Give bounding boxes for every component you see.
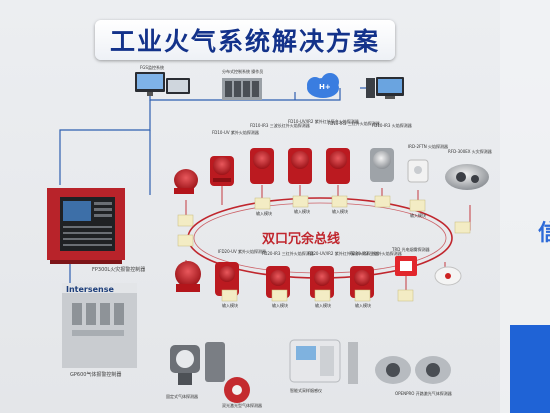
detector-label: FD20-IR3 三红外火焰探测器 xyxy=(350,251,402,256)
brand-logo-text: Intersense xyxy=(66,285,114,294)
detector-label: FD10-UV/IR2 紫外红外复合火焰探测器 xyxy=(288,119,359,124)
fgs-label: FGS监控系统 xyxy=(140,65,164,70)
detector-label: IRD-2FTN 火焰探测器 xyxy=(408,144,448,149)
workstation-icon xyxy=(366,77,404,99)
cloud-label: H+ xyxy=(319,83,331,91)
device-label: OPENPRO 开路激光气体探测器 xyxy=(395,391,452,396)
module-label: 输入模块 xyxy=(355,303,371,308)
monitor-icon xyxy=(135,72,190,96)
cloud-icon xyxy=(307,73,339,98)
gas-panel-label: GP600气体报警控制器 xyxy=(70,372,122,378)
detector-label: RFD-300EX 火灾探测器 xyxy=(448,149,492,154)
device-label: 固定式气体探测器 xyxy=(166,394,198,399)
detector-label: FD10-IR3 三波长红外火焰探测器 xyxy=(250,123,310,128)
detector-label: FD10-IR3 火焰探测器 xyxy=(372,123,412,128)
fire-alarm-panel xyxy=(47,188,125,264)
module-label: 输入模块 xyxy=(332,209,348,214)
svg-text:信: 信 xyxy=(538,220,550,246)
title-banner: 工业火气系统解决方案 xyxy=(95,20,395,60)
upper-modules xyxy=(177,195,471,247)
detector-label: FD10-UV 紫外火焰探测器 xyxy=(212,130,259,135)
gas-alarm-panel xyxy=(62,283,137,368)
upper-detectors xyxy=(174,148,489,194)
detector-label: FD10-IR3 三红外火焰探测器 xyxy=(328,121,380,126)
module-label: 输入模块 xyxy=(222,303,238,308)
ring-label: 双口冗余总线 xyxy=(262,232,341,247)
detector-label: FD20-IR3 三红外火焰探测器 xyxy=(262,251,314,256)
module-label: 输入模块 xyxy=(294,209,310,214)
module-label: 输入模块 xyxy=(256,211,272,216)
server-rack-icon xyxy=(222,78,262,100)
device-label: 智能式采样烟感仪 xyxy=(290,388,322,393)
page-title: 工业火气系统解决方案 xyxy=(109,27,380,56)
dcs-label: 分布式控制系统 操作员 xyxy=(222,69,264,74)
detector-label: TRD 光电烟雾探测器 xyxy=(392,247,430,252)
module-label: 输入模块 xyxy=(410,213,426,218)
device-label: 双光激光型气体探测器 xyxy=(222,403,262,408)
lower-modules xyxy=(221,289,414,302)
detector-label: IFD20-UV 紫外火焰探测器 xyxy=(218,249,267,254)
module-label: 输入模块 xyxy=(272,303,288,308)
fire-panel-label: FP300L火灾报警控制器 xyxy=(92,267,146,273)
detector-label: FD20-UV/IR2 紫外红外复合火焰探测器 xyxy=(308,251,379,256)
module-label: 输入模块 xyxy=(315,303,331,308)
bottom-devices xyxy=(170,339,451,403)
